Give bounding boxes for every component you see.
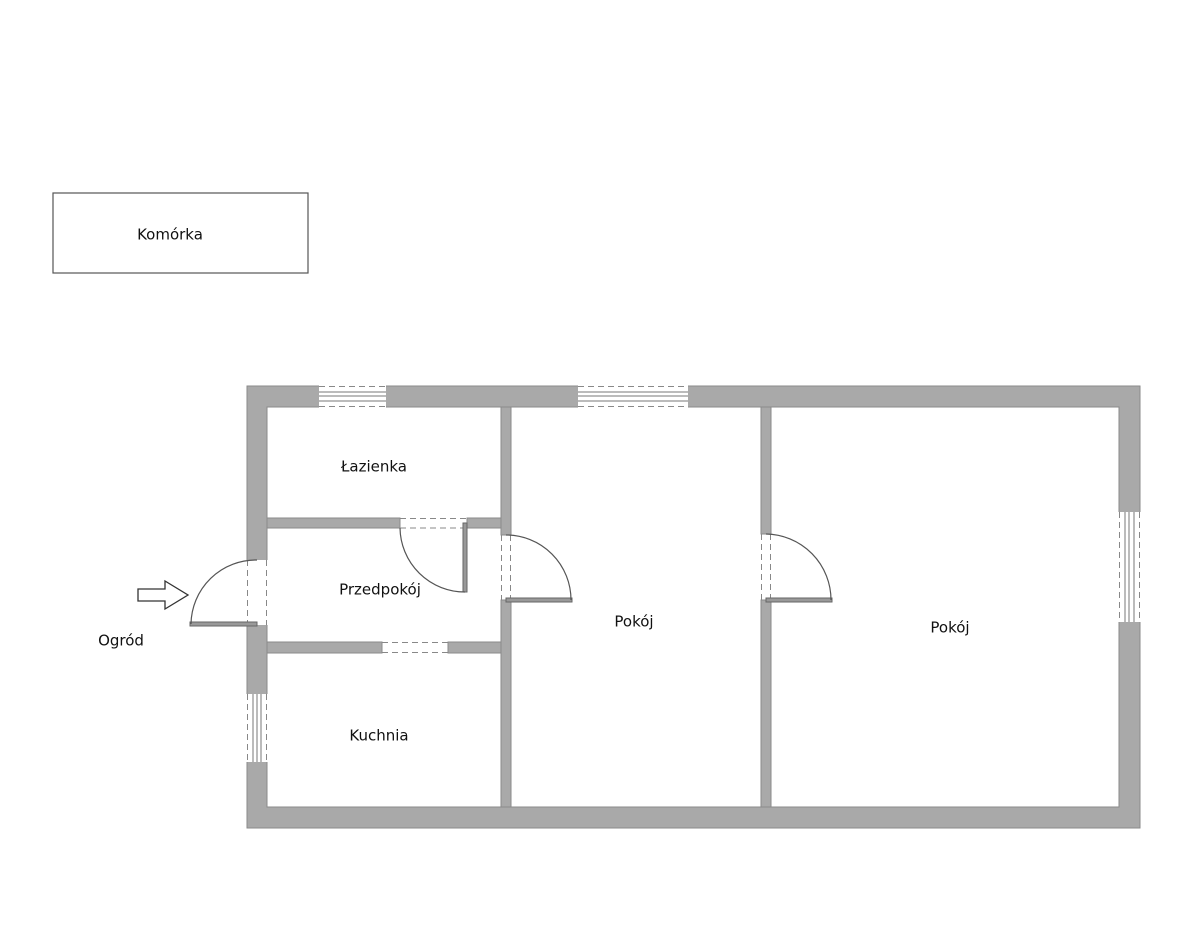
- room-label-room-1: Pokój: [614, 613, 653, 631]
- storage-label: Komórka: [137, 226, 203, 244]
- bathroom-door: [399, 518, 468, 593]
- room-label-kitchen: Kuchnia: [349, 727, 408, 745]
- storage-outline: [52, 192, 309, 274]
- room-1-door: [501, 534, 573, 603]
- window-bathroom: [319, 386, 386, 407]
- room-label-bathroom: Łazienka: [340, 458, 407, 476]
- room-label-hallway: Przedpokój: [339, 581, 421, 599]
- entry-arrow-icon: [137, 579, 190, 611]
- window-kitchen: [247, 694, 267, 762]
- interior-walls: [266, 406, 772, 808]
- kitchen-opening: [382, 642, 448, 653]
- entrance-door: [189, 559, 267, 627]
- outer-wall: [246, 385, 1141, 829]
- room-2-door: [761, 533, 833, 603]
- garden-label: Ogród: [98, 632, 144, 650]
- window-room-2: [1119, 512, 1140, 622]
- window-room-1: [578, 386, 688, 407]
- room-label-room-2: Pokój: [930, 619, 969, 637]
